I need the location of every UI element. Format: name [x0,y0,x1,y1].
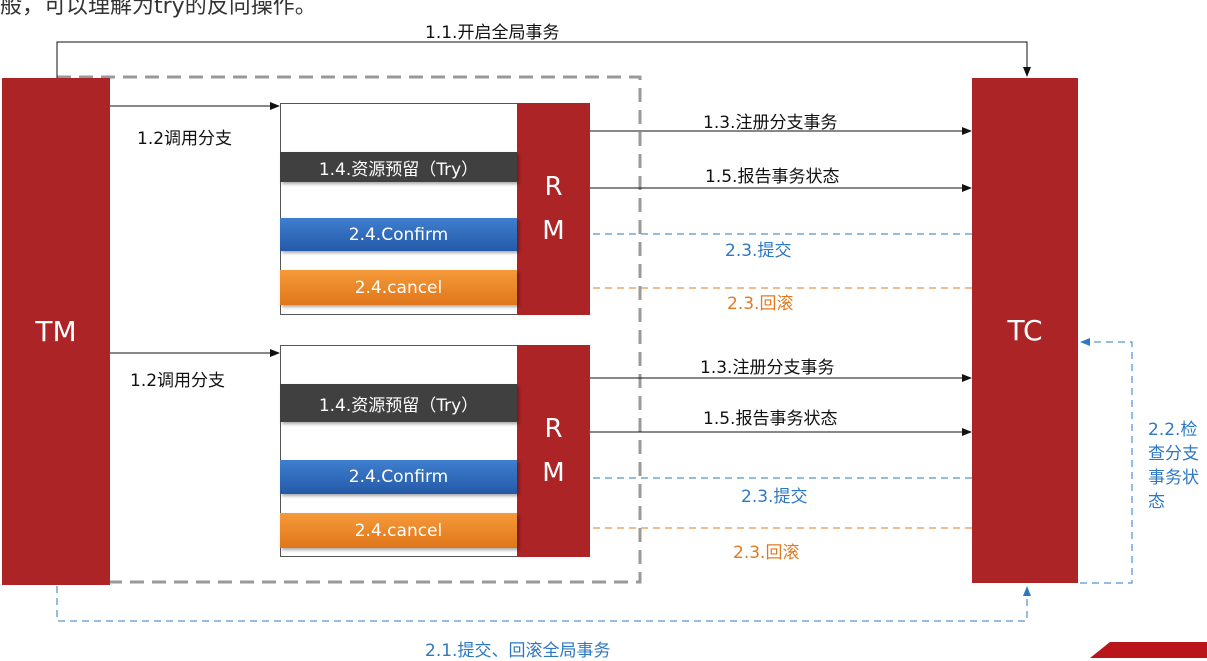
report-status-label: 1.5.报告事务状态 [703,409,838,429]
commit-label: 2.3.提交 [725,241,792,261]
cancel-bar: 2.4.cancel [280,513,517,548]
global-commit-rollback-label: 2.1.提交、回滚全局事务 [425,641,611,661]
register-branch-label: 1.3.注册分支事务 [700,358,835,378]
check-status-label: 2.2.检查分支事务状态 [1148,420,1199,512]
rm-letter: M [542,216,565,246]
rollback-label: 2.3.回滚 [727,294,794,314]
rm-letter: R [544,414,563,444]
call-branch-label: 1.2调用分支 [130,371,226,391]
confirm-bar: 2.4.Confirm [280,218,517,251]
top-text: 般，可以理解为try的反向操作。 [0,0,317,19]
report-status-label: 1.5.报告事务状态 [705,167,840,187]
call-branch-label: 1.2调用分支 [137,129,233,149]
cancel-bar: 2.4.cancel [280,270,517,305]
rm-letter: R [544,172,563,202]
confirm-bar: 2.4.Confirm [280,460,517,494]
begin-global-label: 1.1.开启全局事务 [425,23,560,43]
corner-badge [1090,642,1207,658]
tc-block: TC [972,78,1078,583]
try-bar: 1.4.资源预留（Try） [280,384,517,422]
rollback-label: 2.3.回滚 [733,543,800,563]
register-branch-label: 1.3.注册分支事务 [703,113,838,133]
tm-block: TM [2,78,110,585]
rm-letter: M [542,458,565,488]
try-bar: 1.4.资源预留（Try） [280,152,517,182]
commit-label: 2.3.提交 [741,487,808,507]
